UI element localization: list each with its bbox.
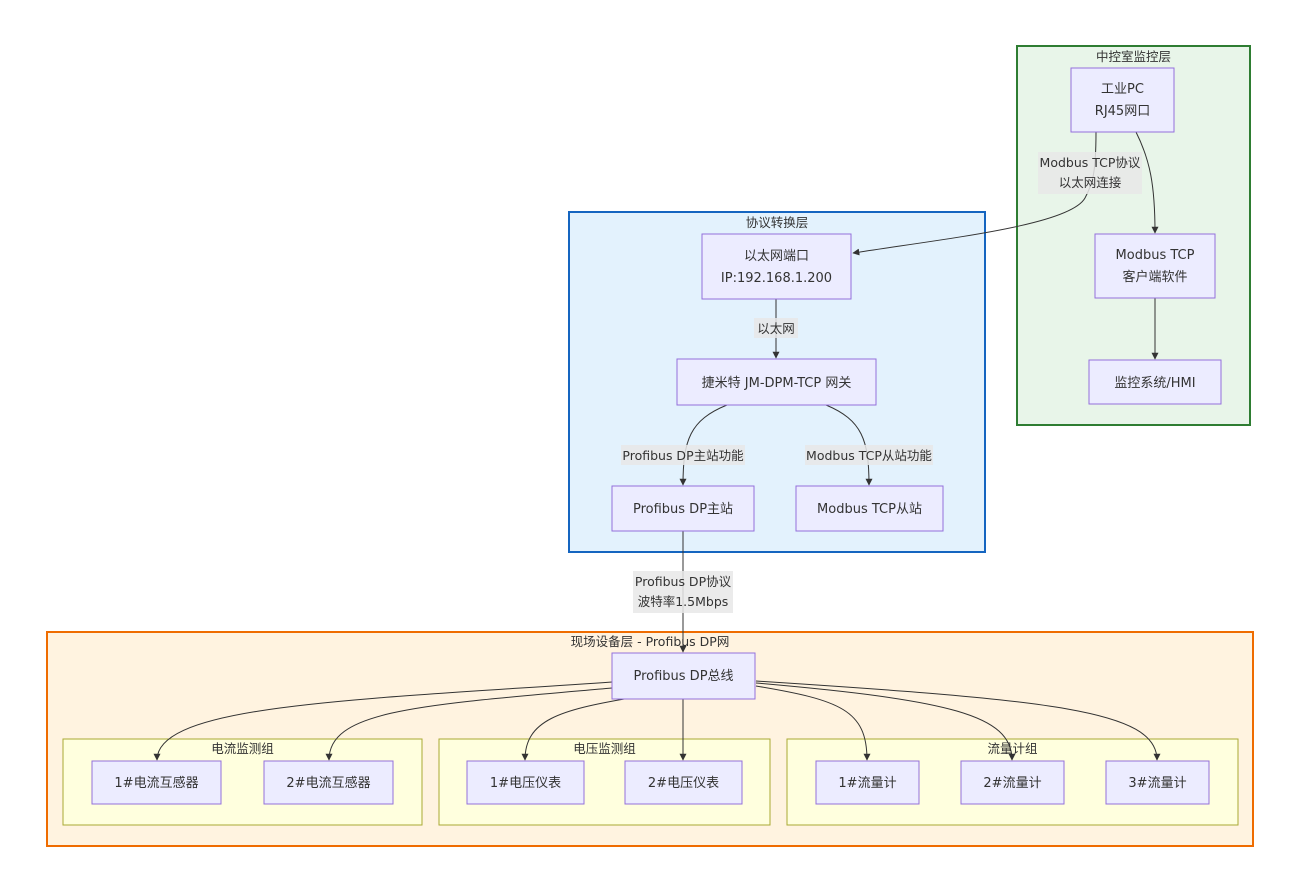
node-flow-meter-2: 2#流量计: [960, 760, 1065, 805]
cluster-flow-group-title: 流量计组: [987, 741, 1037, 756]
edge-bus-to-fm3: [755, 680, 1161, 761]
node-dp-master: Profibus DP主站: [611, 485, 755, 532]
svg-text:工业PC: 工业PC: [1101, 82, 1144, 97]
node-gateway: 捷米特 JM-DPM-TCP 网关: [676, 358, 877, 406]
edge-bus-to-fm1: [755, 685, 871, 761]
edge-label-master-to-bus: Profibus DP协议 波特率1.5Mbps: [633, 571, 733, 613]
node-current-transformer-1: 1#电流互感器: [91, 760, 222, 805]
node-voltage-meter-2: 2#电压仪表: [624, 760, 743, 805]
edge-label-gw-to-slave: Modbus TCP从站功能: [805, 445, 933, 465]
node-modbus-tcp-slave: Modbus TCP从站: [795, 485, 944, 532]
svg-text:监控系统/HMI: 监控系统/HMI: [1114, 376, 1195, 391]
node-industrial-pc: 工业PC RJ45网口: [1070, 67, 1175, 133]
svg-text:客户端软件: 客户端软件: [1122, 269, 1187, 285]
svg-text:Modbus TCP协议: Modbus TCP协议: [1040, 155, 1141, 170]
cluster-field-devices-title: 现场设备层 - Profibus DP网: [571, 634, 730, 649]
svg-text:1#电流互感器: 1#电流互感器: [114, 775, 198, 791]
cluster-voltage-group-title: 电压监测组: [573, 741, 636, 756]
edge-gateway-to-dp-master: [679, 404, 728, 486]
svg-text:波特率1.5Mbps: 波特率1.5Mbps: [638, 594, 729, 609]
node-modbus-tcp-client: Modbus TCP 客户端软件: [1094, 233, 1216, 299]
node-profibus-dp-bus: Profibus DP总线: [611, 652, 756, 700]
svg-text:Profibus DP总线: Profibus DP总线: [633, 669, 733, 684]
svg-text:以太网连接: 以太网连接: [1059, 175, 1122, 190]
edge-bus-to-fm2: [755, 682, 1016, 761]
edge-pc-to-modbus-client: [1135, 131, 1159, 234]
svg-text:Modbus TCP从站功能: Modbus TCP从站功能: [806, 448, 932, 463]
svg-text:1#电压仪表: 1#电压仪表: [490, 776, 561, 791]
svg-text:以太网端口: 以太网端口: [744, 249, 809, 264]
node-voltage-meter-1: 1#电压仪表: [466, 760, 585, 805]
svg-text:2#流量计: 2#流量计: [983, 776, 1041, 791]
node-current-transformer-2: 2#电流互感器: [263, 760, 394, 805]
svg-text:Profibus DP协议: Profibus DP协议: [635, 574, 732, 589]
edge-label-pc-to-eth: Modbus TCP协议 以太网连接: [1038, 152, 1142, 194]
cluster-control-room-title: 中控室监控层: [1096, 49, 1171, 64]
svg-text:以太网: 以太网: [757, 321, 795, 336]
edge-bus-to-ct1: [153, 681, 613, 761]
svg-text:3#流量计: 3#流量计: [1128, 776, 1186, 791]
cluster-current-group-title: 电流监测组: [211, 741, 274, 756]
edge-bus-to-ct2: [325, 687, 613, 761]
svg-text:捷米特 JM-DPM-TCP 网关: 捷米特 JM-DPM-TCP 网关: [702, 376, 852, 391]
node-flow-meter-1: 1#流量计: [815, 760, 920, 805]
svg-text:RJ45网口: RJ45网口: [1095, 104, 1150, 119]
cluster-protocol-conversion-title: 协议转换层: [746, 215, 809, 230]
edge-label-gw-to-master: Profibus DP主站功能: [621, 445, 745, 465]
node-hmi: 监控系统/HMI: [1088, 359, 1222, 405]
svg-text:Profibus DP主站功能: Profibus DP主站功能: [622, 448, 744, 463]
node-ethernet-port: 以太网端口 IP:192.168.1.200: [701, 233, 852, 300]
svg-text:Profibus DP主站: Profibus DP主站: [633, 502, 733, 517]
edges: [153, 131, 1161, 761]
edge-label-eth-to-gw: 以太网: [754, 318, 798, 338]
node-flow-meter-3: 3#流量计: [1105, 760, 1210, 805]
svg-text:Modbus TCP: Modbus TCP: [1116, 248, 1195, 263]
svg-text:IP:192.168.1.200: IP:192.168.1.200: [721, 271, 832, 286]
edge-gateway-to-modbus-slave: [825, 404, 873, 486]
svg-text:Modbus TCP从站: Modbus TCP从站: [817, 502, 922, 517]
svg-text:1#流量计: 1#流量计: [838, 776, 896, 791]
svg-text:2#电流互感器: 2#电流互感器: [286, 775, 370, 791]
edge-bus-to-vm1: [521, 697, 631, 761]
svg-text:2#电压仪表: 2#电压仪表: [648, 776, 719, 791]
